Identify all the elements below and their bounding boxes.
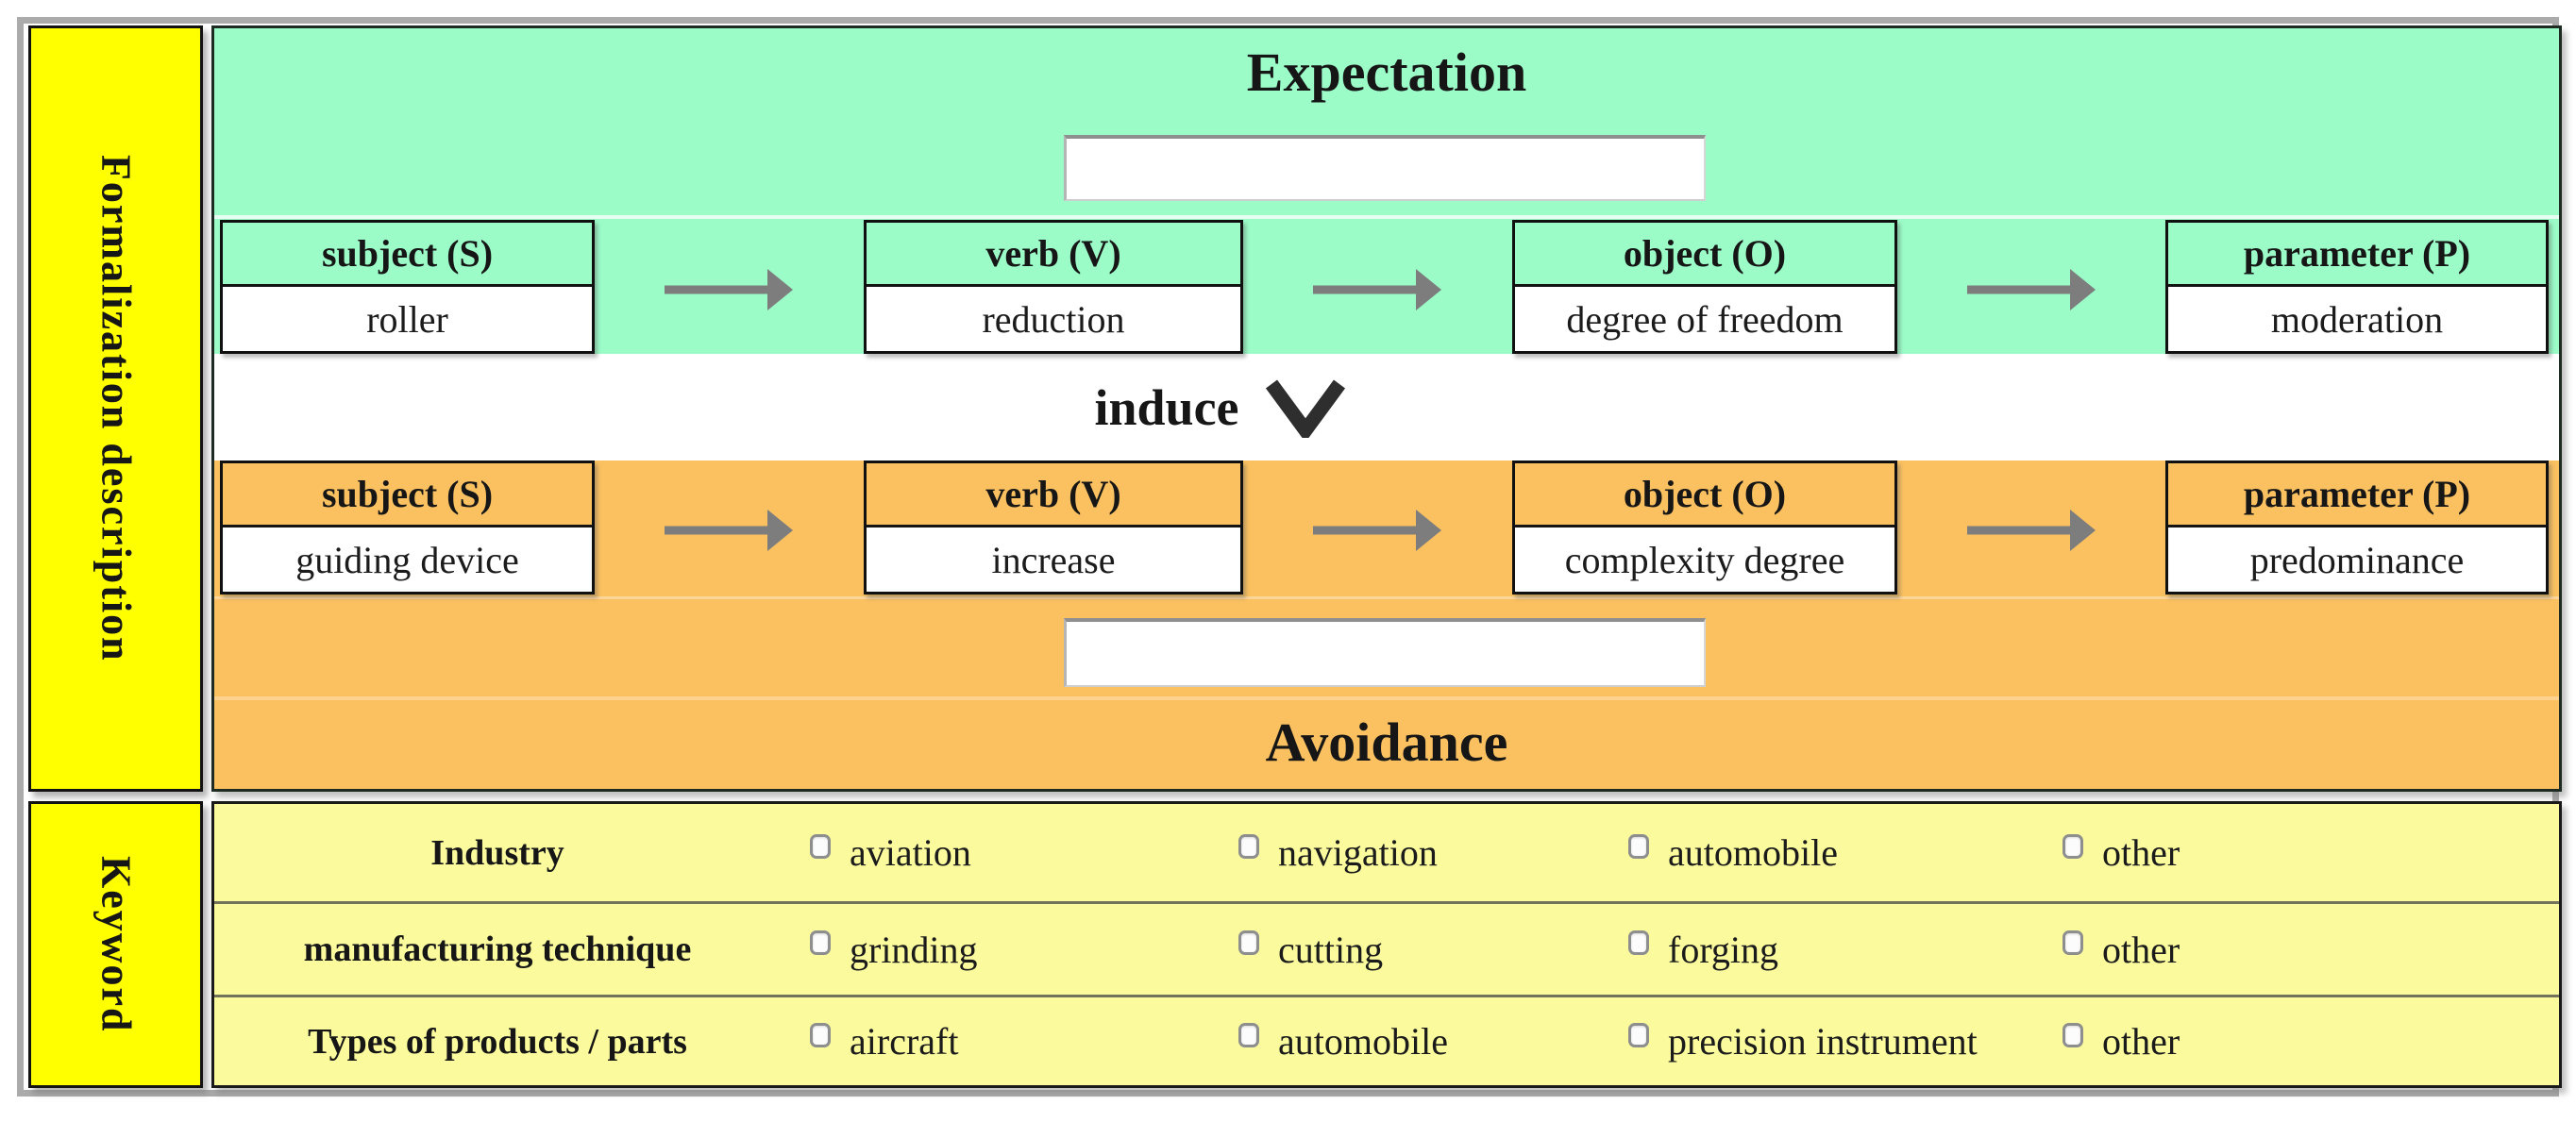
- option-other: other: [2062, 804, 2180, 901]
- option-label: navigation: [1278, 831, 1438, 874]
- subject-value: roller: [223, 287, 592, 351]
- induce-band: induce: [48, 354, 2393, 461]
- orange-row-divider: [214, 596, 2559, 599]
- checkbox-aviation[interactable]: [810, 833, 831, 859]
- checkbox-automobile[interactable]: [1628, 833, 1649, 859]
- option-precision-instrument: precision instrument: [1628, 997, 1978, 1085]
- arrow-right-icon: [665, 510, 793, 551]
- verb-header: verb (V): [867, 223, 1240, 287]
- object-header: object (O): [1515, 223, 1894, 287]
- keyword-row-label: manufacturing technique: [303, 929, 692, 969]
- verb-value: reduction: [867, 287, 1240, 351]
- arrow-right-icon: [665, 269, 793, 310]
- svop-box-subject-expectation: subject (S) roller: [220, 220, 595, 354]
- formalization-label-text: Formalization description: [93, 155, 140, 662]
- arrow-right-icon: [1313, 510, 1441, 551]
- option-aircraft: aircraft: [810, 997, 958, 1085]
- option-label: aviation: [850, 831, 971, 874]
- option-label: aircraft: [850, 1020, 959, 1063]
- keyword-row-industry: Industry aviation navigation automobile …: [214, 804, 2559, 901]
- option-other: other: [2062, 997, 2180, 1085]
- option-automobile: automobile: [1628, 804, 1838, 901]
- svop-box-verb-avoidance: verb (V) increase: [864, 461, 1243, 594]
- verb-header: verb (V): [867, 463, 1240, 528]
- chevron-down-icon: [1265, 379, 1345, 438]
- checkbox-aircraft[interactable]: [810, 1022, 831, 1047]
- expectation-title: Expectation: [1246, 42, 1527, 103]
- parameter-header: parameter (P): [2168, 223, 2546, 287]
- option-label: automobile: [1668, 831, 1838, 874]
- svop-box-verb-expectation: verb (V) reduction: [864, 220, 1243, 354]
- option-label: grinding: [850, 928, 978, 971]
- checkbox-navigation[interactable]: [1238, 833, 1259, 859]
- verb-value: increase: [867, 528, 1240, 592]
- option-grinding: grinding: [810, 904, 978, 995]
- svop-box-parameter-expectation: parameter (P) moderation: [2165, 220, 2549, 354]
- checkbox-other-product[interactable]: [2062, 1022, 2083, 1047]
- checkbox-other-technique[interactable]: [2062, 930, 2083, 955]
- arrow-right-icon: [1967, 269, 2096, 310]
- parameter-value: predominance: [2168, 528, 2546, 592]
- option-other: other: [2062, 904, 2180, 995]
- checkbox-grinding[interactable]: [810, 930, 831, 955]
- checkbox-cutting[interactable]: [1238, 930, 1259, 955]
- option-automobile: automobile: [1238, 997, 1448, 1085]
- svop-box-object-expectation: object (O) degree of freedom: [1512, 220, 1897, 354]
- object-value: complexity degree: [1515, 528, 1894, 592]
- checkbox-automobile-product[interactable]: [1238, 1022, 1259, 1047]
- option-label: cutting: [1278, 928, 1384, 971]
- formalization-panel: Expectation subject (S) roller verb (V) …: [211, 25, 2562, 792]
- green-row-divider: [214, 215, 2559, 219]
- subject-header: subject (S): [223, 463, 592, 528]
- keyword-row-label: Types of products / parts: [308, 1021, 687, 1062]
- svop-box-object-avoidance: object (O) complexity degree: [1512, 461, 1897, 594]
- arrow-right-icon: [1313, 269, 1441, 310]
- option-label: other: [2102, 1020, 2180, 1063]
- option-label: other: [2102, 831, 2180, 874]
- keyword-panel: Industry aviation navigation automobile …: [211, 801, 2562, 1088]
- avoidance-input[interactable]: [1064, 618, 1706, 687]
- sidebar-label-formalization: Formalization description: [28, 25, 203, 792]
- checkbox-forging[interactable]: [1628, 930, 1649, 955]
- option-label: precision instrument: [1668, 1020, 1978, 1063]
- svop-box-parameter-avoidance: parameter (P) predominance: [2165, 461, 2549, 594]
- sidebar-label-keyword: Keyword: [28, 801, 203, 1088]
- svop-box-subject-avoidance: subject (S) guiding device: [220, 461, 595, 594]
- avoidance-divider: [214, 696, 2559, 700]
- expectation-input[interactable]: [1064, 135, 1706, 201]
- keyword-row-product-types: Types of products / parts aircraft autom…: [214, 997, 2559, 1085]
- option-navigation: navigation: [1238, 804, 1438, 901]
- option-label: automobile: [1278, 1020, 1448, 1063]
- option-cutting: cutting: [1238, 904, 1383, 995]
- parameter-header: parameter (P): [2168, 463, 2546, 528]
- checkbox-precision-instrument[interactable]: [1628, 1022, 1649, 1047]
- option-aviation: aviation: [810, 804, 971, 901]
- avoidance-title: Avoidance: [1265, 712, 1508, 773]
- option-label: other: [2102, 928, 2180, 971]
- object-value: degree of freedom: [1515, 287, 1894, 351]
- object-header: object (O): [1515, 463, 1894, 528]
- arrow-right-icon: [1967, 510, 2096, 551]
- subject-header: subject (S): [223, 223, 592, 287]
- subject-value: guiding device: [223, 528, 592, 592]
- induce-label: induce: [1094, 378, 1239, 436]
- keyword-row-manufacturing-technique: manufacturing technique grinding cutting…: [214, 904, 2559, 995]
- option-forging: forging: [1628, 904, 1778, 995]
- keyword-row-label: Industry: [430, 832, 564, 873]
- parameter-value: moderation: [2168, 287, 2546, 351]
- checkbox-other-industry[interactable]: [2062, 833, 2083, 859]
- keyword-label-text: Keyword: [93, 856, 140, 1033]
- row-separator: [214, 901, 2559, 904]
- row-separator: [214, 995, 2559, 997]
- option-label: forging: [1668, 928, 1779, 971]
